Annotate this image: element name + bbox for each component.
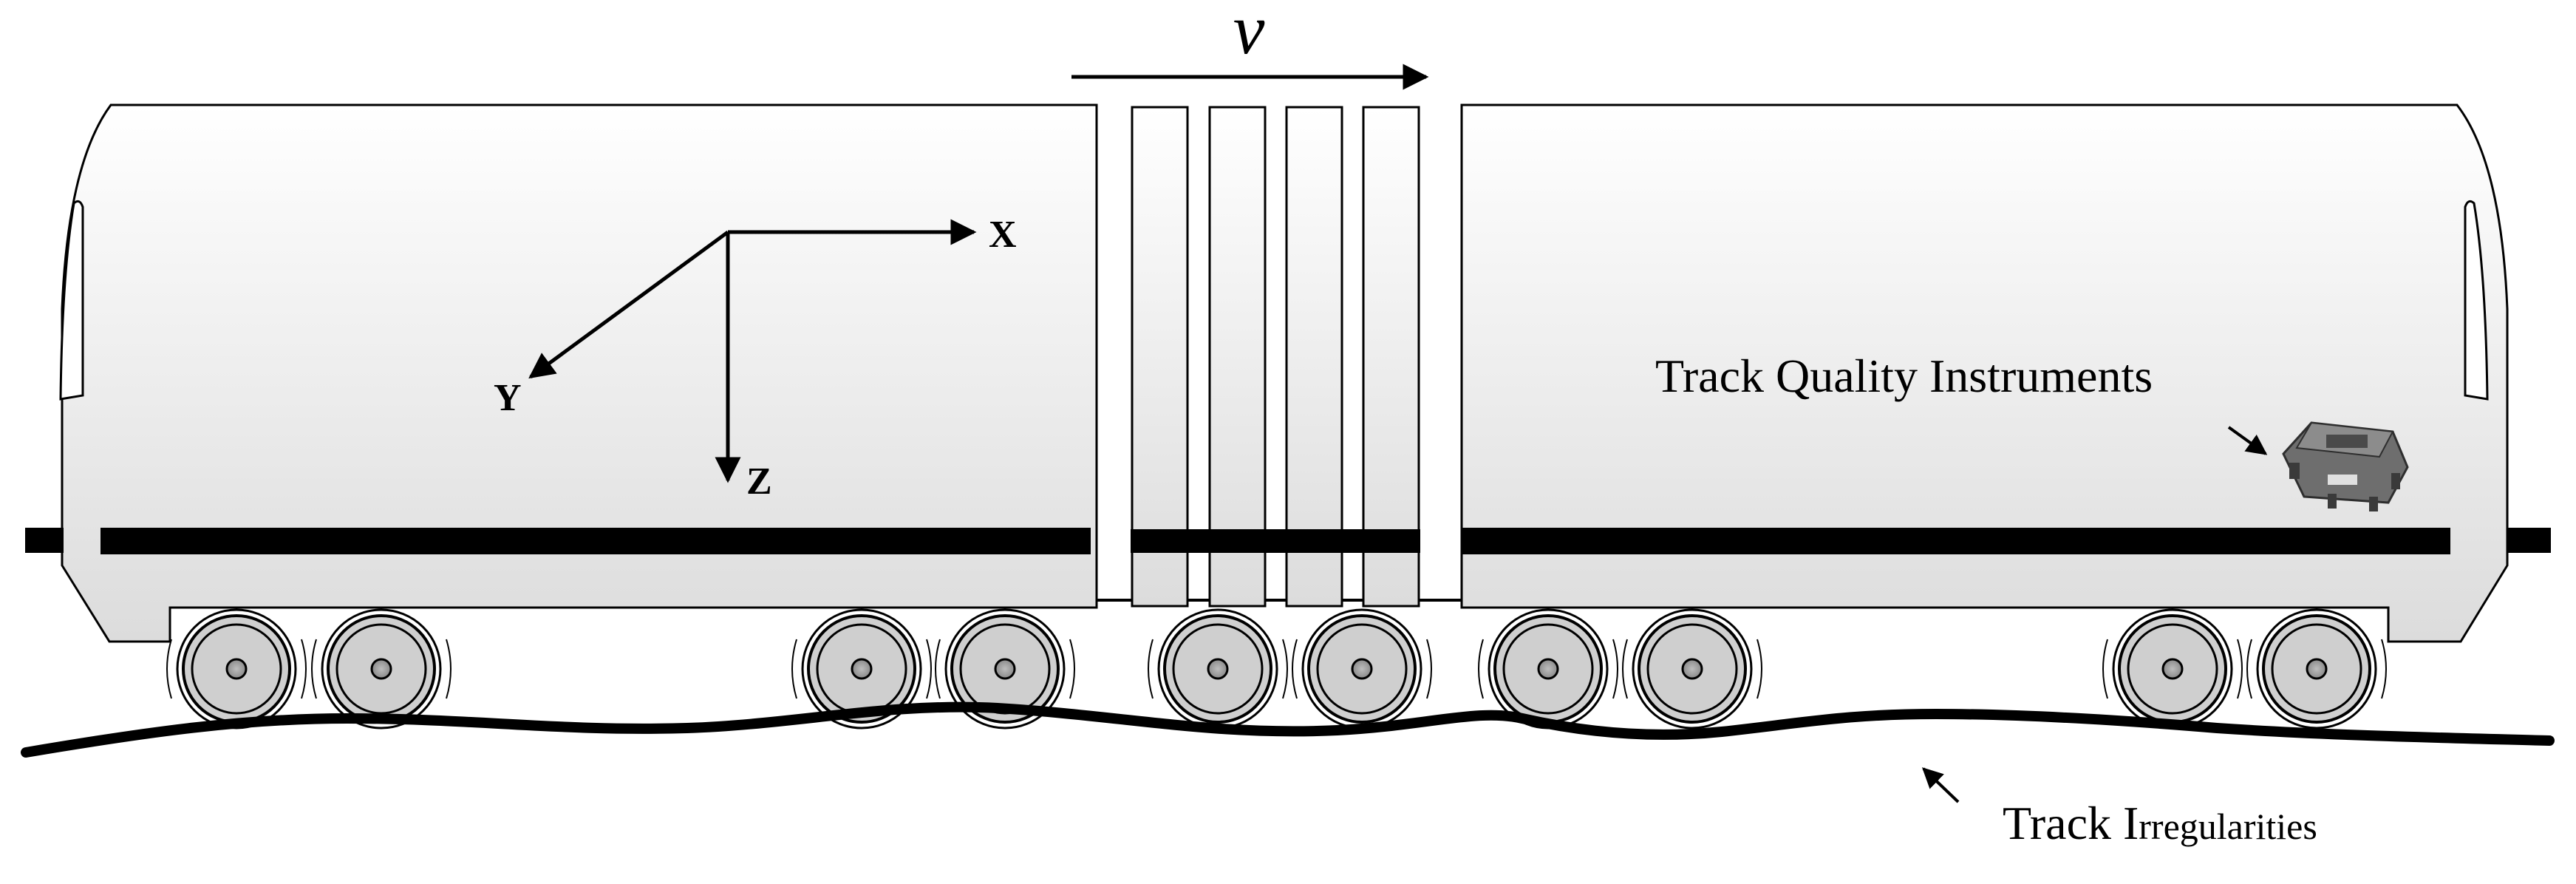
- gangway-panel: [1131, 106, 1189, 608]
- gangway-panel: [1285, 106, 1343, 608]
- gangway-panel: [1208, 106, 1267, 608]
- axis-y-label: Y: [494, 377, 522, 419]
- track-rail: [21, 701, 2555, 758]
- left-car-window: [59, 200, 84, 401]
- right-car-body: [1460, 103, 2509, 643]
- belt-gangway: [1131, 529, 1420, 553]
- gangway-panel: [1362, 106, 1420, 608]
- wheel-icon: [1622, 608, 1762, 730]
- instruments-label: Track Quality Instruments: [1655, 350, 2153, 402]
- irregularities-label: Track Irregularities: [2003, 797, 2317, 849]
- belt-stub-left: [25, 528, 64, 553]
- irregularities-pointer-arrow: [1921, 767, 1960, 803]
- instruments-pointer-arrow: [2227, 426, 2268, 455]
- axis-z-label: Z: [746, 460, 772, 503]
- velocity-label: v: [1233, 0, 1265, 69]
- wheel-icon: [1148, 608, 1288, 730]
- wheel-icon: [311, 608, 452, 730]
- axis-y-arrow: [528, 230, 729, 379]
- wheel-icon: [2102, 608, 2243, 730]
- right-car-window: [2464, 200, 2489, 401]
- wheelsets: [166, 608, 2387, 730]
- wheel-icon: [791, 608, 932, 730]
- wheel-icon: [1478, 608, 1618, 730]
- axis-x-label: X: [989, 214, 1017, 256]
- sensor-box-icon: [2282, 421, 2409, 511]
- wheel-icon: [2246, 608, 2387, 730]
- belt-stub-right: [2508, 528, 2551, 553]
- wheel-icon: [1292, 608, 1432, 730]
- wheel-icon: [166, 608, 307, 730]
- belt-left: [100, 528, 1091, 554]
- left-car-body: [61, 103, 1098, 643]
- belt-right: [1462, 528, 2450, 554]
- wheel-icon: [935, 608, 1075, 730]
